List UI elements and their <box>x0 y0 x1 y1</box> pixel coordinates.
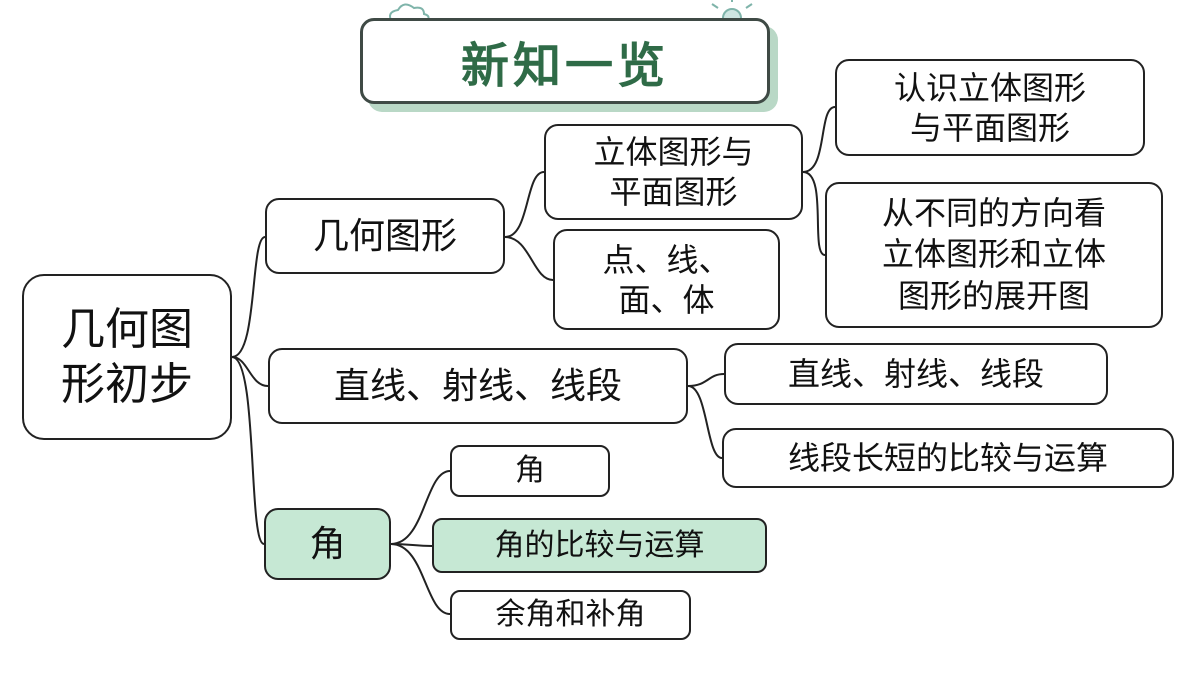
connector-solid-recognize <box>802 106 836 173</box>
node-solid-plane: 立体图形与 平面图形 <box>544 124 803 220</box>
mindmap-root: 几何图 形初步 <box>22 274 232 440</box>
node-recognize-solid-plane: 认识立体图形 与平面图形 <box>835 59 1145 156</box>
connector-geometry-points <box>504 236 554 281</box>
root-line-2: 形初步 <box>61 359 193 410</box>
node-angle: 角 <box>450 445 610 497</box>
connector-geometry-solid <box>504 171 545 238</box>
cloud-icon <box>389 3 430 23</box>
node-point-line-face-solid: 点、线、 面、体 <box>553 229 780 330</box>
connector-root-geometry <box>231 236 266 358</box>
branch-lines: 直线、射线、线段 <box>268 348 688 424</box>
root-line-1: 几何图 <box>61 304 193 355</box>
node-segment-compare: 线段长短的比较与运算 <box>722 428 1174 488</box>
branch-angle: 角 <box>264 508 391 580</box>
node-angle-compare: 角的比较与运算 <box>432 518 767 573</box>
node-complementary-angles: 余角和补角 <box>450 590 691 640</box>
title-plate <box>360 18 770 104</box>
connector-lines-compare <box>687 385 723 459</box>
page-title: 新知一览 <box>460 38 669 94</box>
connector-angle-basic <box>390 470 451 545</box>
connector-solid-views <box>802 171 826 256</box>
connector-lines-basic <box>687 373 725 387</box>
connector-root-angle <box>231 356 265 545</box>
branch-geometry: 几何图形 <box>265 198 505 274</box>
connector-angle-complement <box>390 543 451 615</box>
node-views-and-nets: 从不同的方向看 立体图形和立体 图形的展开图 <box>825 182 1163 328</box>
node-line-ray-segment: 直线、射线、线段 <box>724 343 1108 405</box>
